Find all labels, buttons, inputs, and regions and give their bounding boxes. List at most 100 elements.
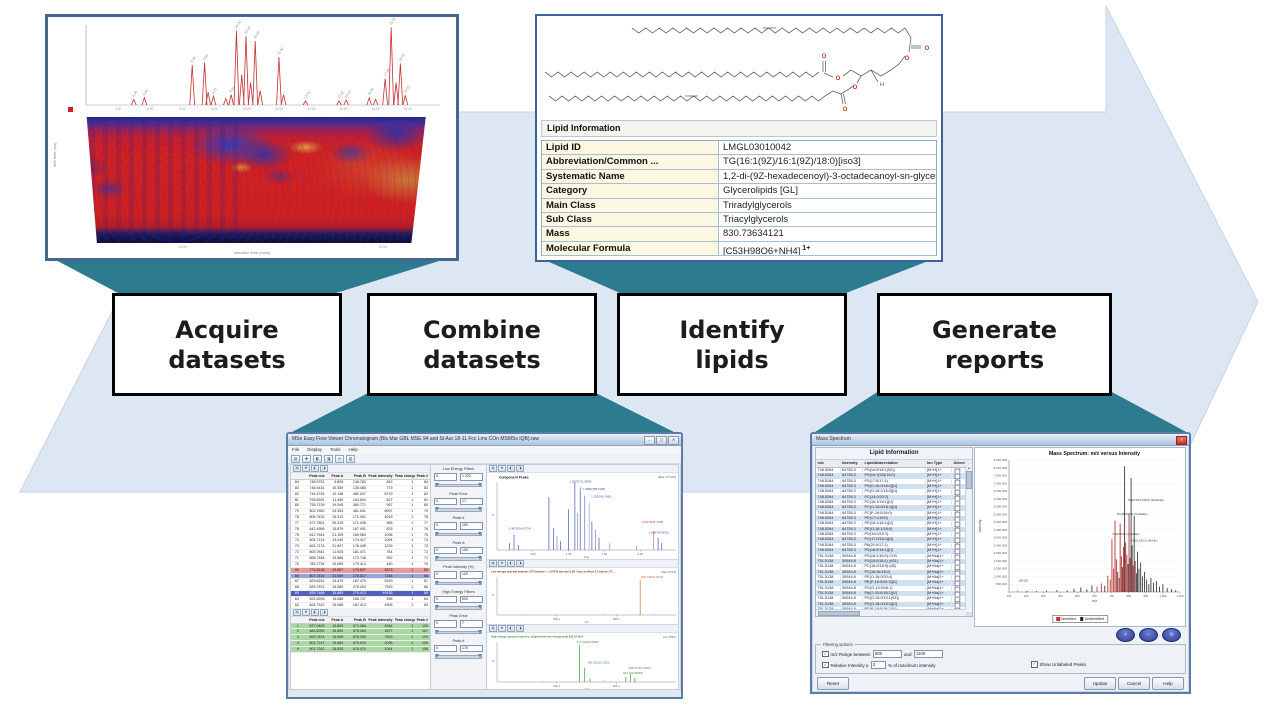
column-header[interactable]: Peak charge [394, 617, 416, 622]
slider-thumb[interactable] [478, 605, 482, 609]
select-checkbox[interactable] [954, 468, 960, 474]
menu-item-file[interactable]: File [292, 447, 300, 452]
filter-max-input[interactable]: 100 [460, 571, 483, 579]
filter-max-input[interactable]: 175 [460, 644, 483, 652]
column-header[interactable]: Peak # [416, 617, 429, 622]
select-checkbox[interactable] [954, 527, 960, 533]
filter-min-input[interactable]: 0 [434, 522, 457, 530]
select-checkbox[interactable] [954, 543, 960, 549]
toolbar-icon[interactable]: ◧ [507, 560, 515, 567]
select-checkbox[interactable] [954, 559, 960, 565]
filter-max-input[interactable]: 150 [460, 546, 483, 554]
filter-min-input[interactable]: 0 [434, 595, 457, 603]
select-checkbox[interactable] [954, 473, 960, 479]
select-checkbox[interactable] [954, 586, 960, 591]
slider-thumb[interactable] [435, 531, 439, 536]
toolbar-icon[interactable]: ▤ [489, 560, 497, 567]
select-checkbox[interactable] [954, 596, 960, 602]
slider-thumb[interactable] [478, 531, 482, 536]
toolbar-icon[interactable]: ◨ [516, 465, 524, 472]
toolbar-icon[interactable]: ◧ [313, 454, 322, 463]
range-slider[interactable] [434, 555, 483, 561]
toolbar-icon[interactable]: ✚ [498, 465, 506, 472]
slider-thumb[interactable] [478, 556, 482, 560]
range-slider[interactable] [434, 531, 483, 537]
toolbar-icon[interactable]: ✚ [498, 560, 506, 567]
close-button[interactable]: ✕ [1176, 436, 1187, 445]
toolbar-icon[interactable]: ✚ [302, 465, 310, 472]
filter-min-input[interactable]: 0 [434, 473, 457, 481]
toolbar-icon[interactable]: ▤ [489, 625, 497, 632]
toolbar-icon[interactable]: ◧ [507, 465, 515, 472]
column-header[interactable]: Peak m/z [309, 617, 325, 622]
menu-item-display[interactable]: Display [307, 447, 323, 452]
toolbar-icon[interactable]: ⟳ [335, 454, 344, 463]
relative-intensity-checkbox[interactable]: ✓ [822, 661, 829, 669]
maximize-button[interactable]: ▢ [656, 436, 667, 445]
column-header[interactable]: Peak m/z [309, 474, 325, 478]
cancel-button[interactable]: Cancel [1118, 677, 1150, 690]
filter-min-input[interactable]: 0 [434, 620, 457, 628]
slider-thumb[interactable] [435, 605, 439, 609]
select-checkbox[interactable] [954, 554, 960, 559]
select-checkbox[interactable] [954, 495, 960, 501]
toolbar-icon[interactable]: ◨ [320, 465, 328, 472]
column-header[interactable]: Peak Intensity [368, 617, 393, 622]
zoom-reset-button[interactable]: ⟲ [1162, 628, 1181, 642]
select-checkbox[interactable] [954, 516, 960, 522]
select-checkbox[interactable] [954, 522, 960, 527]
filter-min-input[interactable]: 0 [434, 497, 457, 505]
column-header[interactable]: Select [952, 460, 969, 467]
select-checkbox[interactable] [954, 500, 960, 506]
toolbar-icon[interactable]: ◨ [324, 454, 333, 463]
select-checkbox[interactable] [954, 570, 960, 575]
toolbar-icon[interactable]: ▤ [293, 608, 301, 616]
toolbar-icon[interactable]: ◨ [516, 625, 524, 632]
slider-thumb[interactable] [435, 507, 439, 511]
help-button[interactable]: Help [1152, 677, 1184, 690]
zoom-out-button[interactable]: − [1139, 628, 1158, 642]
toolbar-icon[interactable]: ✚ [498, 625, 506, 632]
toolbar-icon[interactable]: ✚ [302, 608, 310, 616]
toolbar-icon[interactable]: ▤ [293, 465, 301, 472]
select-checkbox[interactable] [954, 511, 960, 517]
toolbar-icon[interactable]: ▤ [291, 454, 300, 463]
show-unlabeled-checkbox[interactable]: ✓ [1031, 661, 1038, 668]
slider-thumb[interactable] [478, 580, 482, 585]
column-header[interactable]: Peak A [331, 617, 344, 622]
select-checkbox[interactable] [954, 484, 960, 490]
toolbar-icon[interactable]: ◧ [311, 608, 319, 616]
mz-max-input[interactable]: 1100 [913, 650, 944, 658]
select-checkbox[interactable] [954, 602, 960, 607]
toolbar-icon[interactable]: ◨ [320, 608, 328, 616]
toolbar-icon[interactable]: ◧ [311, 465, 319, 472]
column-header[interactable]: Peak B [353, 617, 366, 622]
range-slider[interactable] [434, 580, 483, 586]
range-slider[interactable] [434, 506, 483, 512]
minimize-button[interactable]: – [644, 436, 655, 445]
column-header[interactable]: m/z [816, 460, 841, 467]
select-checkbox[interactable] [954, 575, 960, 581]
menu-item-tools[interactable]: Tools [330, 447, 341, 452]
mz-range-checkbox[interactable]: ✓ [822, 650, 829, 658]
slider-thumb[interactable] [478, 482, 482, 487]
